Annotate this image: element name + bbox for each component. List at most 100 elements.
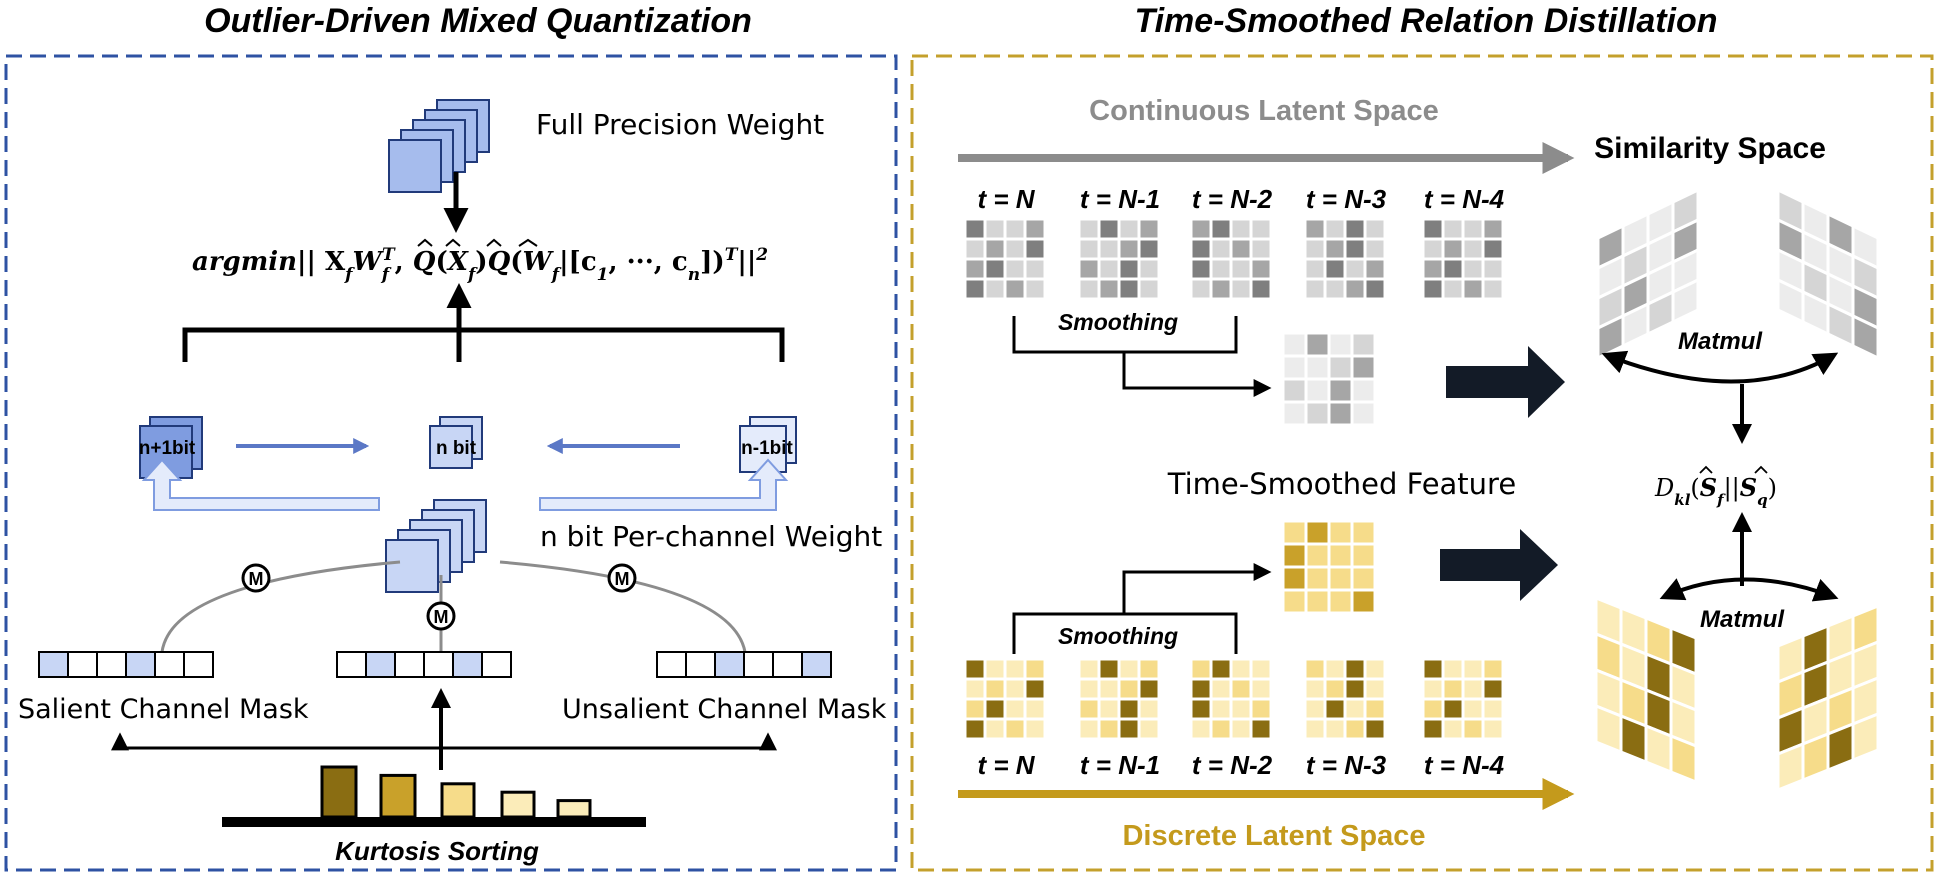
continuous-smoothing-arrow [1122, 352, 1272, 397]
kurtosis-label: Kurtosis Sorting [335, 836, 539, 866]
discrete-grid-cell [1139, 659, 1159, 679]
smoothed-continuous-cell [1329, 379, 1352, 402]
timestep-label: t = N-2 [1192, 750, 1273, 780]
continuous-grid-cell [1191, 279, 1211, 299]
mask-multiply-left: M [241, 563, 271, 593]
middle-mask-cell [336, 651, 367, 678]
kurtosis-bar [440, 782, 476, 819]
discrete-grid-cell [1005, 699, 1025, 719]
mask-multiply-right: M [607, 563, 637, 593]
n-bit-sheet [429, 425, 473, 469]
smoothed-continuous-cell [1352, 356, 1375, 379]
discrete-grid-cell [965, 699, 985, 719]
continuous-grid-cell [1099, 259, 1119, 279]
discrete-grid-cell [1099, 699, 1119, 719]
salient-mask-cell [67, 651, 98, 678]
discrete-grid-cell [1251, 699, 1271, 719]
continuous-grid-cell [985, 279, 1005, 299]
discrete-grid-cell [1463, 699, 1483, 719]
discrete-to-similarity-arrow [1440, 529, 1558, 601]
continuous-grid-cell [1423, 279, 1443, 299]
discrete-grid-cell [1325, 659, 1345, 679]
smoothed-discrete-cell [1283, 567, 1306, 590]
continuous-grid-cell [1211, 279, 1231, 299]
discrete-grid-cell [965, 659, 985, 679]
discrete-grid-cell [1211, 659, 1231, 679]
discrete-grid-cell [1443, 719, 1463, 739]
discrete-grid-cell [1483, 699, 1503, 719]
discrete-matmul-curve [1659, 577, 1839, 602]
smoothed-discrete-cell [1352, 567, 1375, 590]
discrete-grid-cell [985, 679, 1005, 699]
timestep-label: t = N-4 [1424, 184, 1505, 214]
time-smoothed-feature-label: Time-Smoothed Feature [1167, 467, 1516, 501]
timestep-label: t = N [977, 750, 1035, 780]
discrete-grid-cell [1211, 699, 1231, 719]
hollow-arrow-to-n-minus-1 [539, 458, 789, 511]
discrete-grid-cell [1365, 699, 1385, 719]
kurtosis-bar [379, 773, 417, 819]
continuous-matmul-curve [1601, 350, 1839, 384]
smoothed-continuous-cell [1329, 333, 1352, 356]
svg-text:M: M [249, 569, 264, 589]
discrete-grid-cell [1211, 719, 1231, 739]
continuous-grid-cell [1345, 259, 1365, 279]
timestep-label: t = N-2 [1192, 184, 1273, 214]
discrete-grid-cell [1025, 699, 1045, 719]
per-channel-label: n bit Per-channel Weight [540, 520, 882, 553]
continuous-grid-cell [1365, 239, 1385, 259]
discrete-grid-cell [985, 719, 1005, 739]
smoothed-continuous-cell [1283, 402, 1306, 425]
smoothed-discrete-cell [1329, 521, 1352, 544]
discrete-grid-cell [1005, 679, 1025, 699]
discrete-grid-cell [1365, 679, 1385, 699]
continuous-grid-cell [1345, 219, 1365, 239]
smoothed-continuous-cell [1306, 356, 1329, 379]
smoothed-discrete-cell [1352, 521, 1375, 544]
continuous-space-label: Continuous Latent Space [1089, 95, 1439, 127]
smoothed-continuous-cell [1283, 356, 1306, 379]
similarity-space-label: Similarity Space [1594, 132, 1826, 165]
continuous-grid-cell [1211, 259, 1231, 279]
discrete-grid-cell [1005, 719, 1025, 739]
discrete-grid-cell [1191, 659, 1211, 679]
discrete-grid-cell [1005, 659, 1025, 679]
discrete-grid-cell [1305, 719, 1325, 739]
salient-mask-cell [154, 651, 185, 678]
discrete-grid-cell [1099, 679, 1119, 699]
discrete-grid-cell [1345, 659, 1365, 679]
discrete-grid-cell [1139, 719, 1159, 739]
continuous-grid-cell [1483, 219, 1503, 239]
continuous-grid-cell [1463, 239, 1483, 259]
discrete-grid-cell [1423, 679, 1443, 699]
continuous-grid-cell [1231, 259, 1251, 279]
bit-merge-bracket [182, 327, 785, 362]
kurtosis-bar [320, 765, 358, 819]
bit-label-n-minus-1: n-1bit [741, 438, 793, 459]
unsalient-mask-label: Unsalient Channel Mask [562, 694, 887, 725]
salient-mask-cell [183, 651, 214, 678]
kl-divergence-formula: Dkl(Sf||Sq) [1654, 473, 1777, 509]
continuous-grid-cell [1119, 279, 1139, 299]
discrete-grid-cell [1251, 659, 1271, 679]
discrete-grid-cell [1119, 719, 1139, 739]
smoothed-discrete-cell [1329, 590, 1352, 613]
discrete-grid-cell [1443, 659, 1463, 679]
discrete-grid-cell [1483, 659, 1503, 679]
continuous-grid-cell [1325, 279, 1345, 299]
discrete-grid-cell [1191, 719, 1211, 739]
continuous-grid-cell [1191, 219, 1211, 239]
continuous-grid-cell [1119, 259, 1139, 279]
svg-text:M: M [615, 569, 630, 589]
discrete-grid-cell [1211, 679, 1231, 699]
continuous-matmul-label: Matmul [1678, 328, 1763, 355]
discrete-smoothing-label: Smoothing [1058, 623, 1178, 649]
unsalient-mask-cell [714, 651, 745, 678]
continuous-grid-cell [1305, 219, 1325, 239]
continuous-grid-cell [1423, 259, 1443, 279]
kl-hats [1699, 465, 1768, 474]
continuous-grid-cell [1211, 219, 1231, 239]
discrete-grid-cell [1025, 659, 1045, 679]
continuous-grid-cell [1365, 279, 1385, 299]
